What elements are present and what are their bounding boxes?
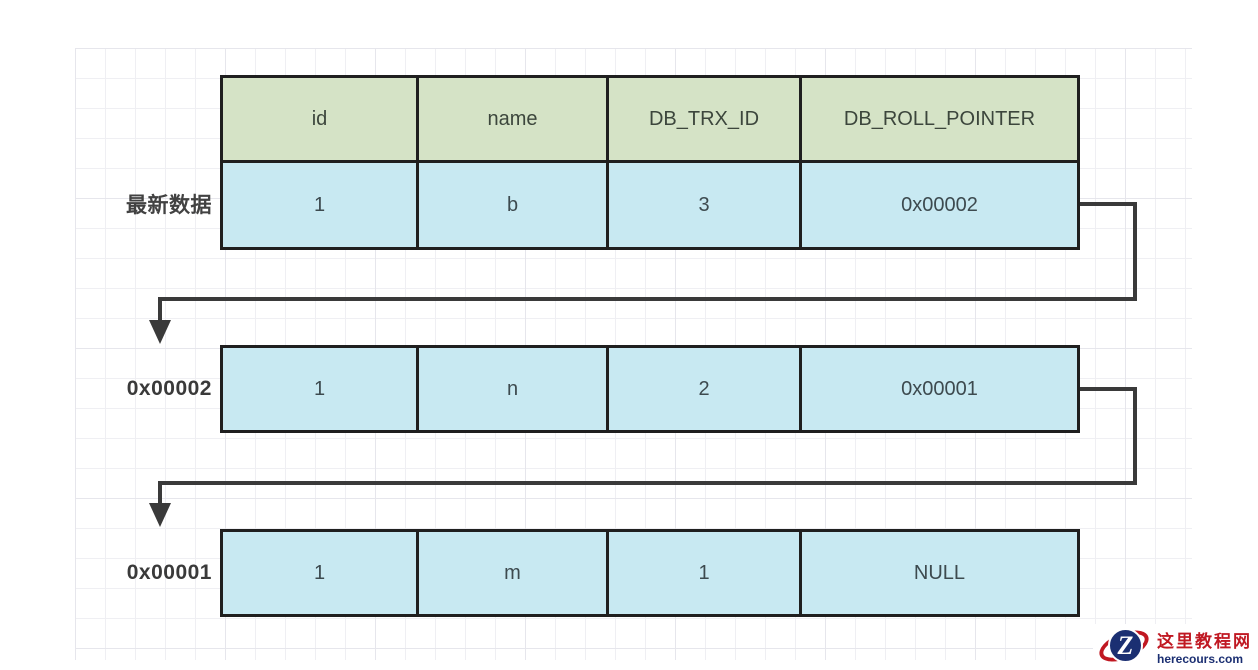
record-values-row: 1 m 1 NULL xyxy=(223,532,1077,614)
header-cell-db-trx-id: DB_TRX_ID xyxy=(606,78,799,160)
cell-v1-id: 1 xyxy=(223,532,416,614)
header-cell-id: id xyxy=(223,78,416,160)
watermark-site-url: herecours.com xyxy=(1157,651,1244,666)
logo-letter: Z xyxy=(1117,630,1134,660)
watermark-text: 这里教程网 herecours.com xyxy=(1157,627,1256,666)
cell-latest-roll-pointer: 0x00002 xyxy=(799,163,1077,247)
cell-latest-name: b xyxy=(416,163,606,247)
logo-circle: Z xyxy=(1108,628,1143,663)
record-table-v2: 1 n 2 0x00001 xyxy=(220,345,1080,433)
record-values-row: 1 b 3 0x00002 xyxy=(223,163,1077,247)
cell-latest-trx-id: 3 xyxy=(606,163,799,247)
cell-v1-trx-id: 1 xyxy=(606,532,799,614)
header-cell-name: name xyxy=(416,78,606,160)
record-values-row: 1 n 2 0x00001 xyxy=(223,348,1077,430)
site-watermark: Z 这里教程网 herecours.com xyxy=(1093,624,1256,668)
header-cell-db-roll-pointer: DB_ROLL_POINTER xyxy=(799,78,1077,160)
row-label-v2: 0x00002 xyxy=(126,377,212,400)
cell-v2-roll-pointer: 0x00001 xyxy=(799,348,1077,430)
cell-v1-name: m xyxy=(416,532,606,614)
record-table-latest: id name DB_TRX_ID DB_ROLL_POINTER 1 b 3 … xyxy=(220,75,1080,250)
record-header-row: id name DB_TRX_ID DB_ROLL_POINTER xyxy=(223,78,1077,163)
watermark-site-name: 这里教程网 xyxy=(1157,631,1252,651)
row-label-v1: 0x00001 xyxy=(126,561,212,584)
cell-v1-roll-pointer: NULL xyxy=(799,532,1077,614)
cell-v2-name: n xyxy=(416,348,606,430)
cell-latest-id: 1 xyxy=(223,163,416,247)
record-table-v1: 1 m 1 NULL xyxy=(220,529,1080,617)
site-logo-icon: Z xyxy=(1095,624,1153,668)
cell-v2-id: 1 xyxy=(223,348,416,430)
cell-v2-trx-id: 2 xyxy=(606,348,799,430)
row-label-latest: 最新数据 xyxy=(126,193,212,217)
